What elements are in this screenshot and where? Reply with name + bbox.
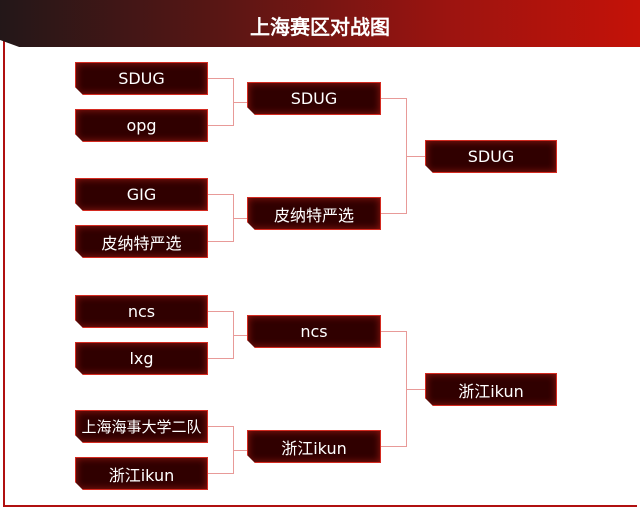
final-team: SDUG (425, 140, 557, 173)
connector-line (208, 78, 233, 79)
round2-team: ncs (247, 315, 381, 348)
connector-line (208, 194, 233, 195)
round1-team: 上海海事大学二队 (75, 410, 208, 443)
round1-team: GIG (75, 178, 208, 211)
round1-team: SDUG (75, 62, 208, 95)
connector-line (233, 218, 247, 219)
connector-line (381, 446, 406, 447)
connector-line (381, 213, 406, 214)
connector-line (381, 98, 406, 99)
connector-line (406, 389, 425, 390)
connector-line (233, 335, 247, 336)
round1-team: lxg (75, 342, 208, 375)
connector-line (381, 331, 406, 332)
connector-line (233, 102, 247, 103)
header-bar: 上海赛区对战图 (0, 0, 640, 47)
connector-line (208, 311, 233, 312)
connector-line (208, 358, 233, 359)
connector-line (208, 426, 233, 427)
final-team: 浙江ikun (425, 373, 557, 406)
round1-team: 浙江ikun (75, 457, 208, 490)
connector-line (208, 125, 233, 126)
round2-team: SDUG (247, 82, 381, 115)
bracket-frame (3, 40, 637, 507)
round2-team: 浙江ikun (247, 430, 381, 463)
round1-team: 皮纳特严选 (75, 225, 208, 258)
round1-team: opg (75, 109, 208, 142)
round1-team: ncs (75, 295, 208, 328)
round2-team: 皮纳特严选 (247, 197, 381, 230)
page-title: 上海赛区对战图 (250, 15, 390, 39)
connector-line (208, 241, 233, 242)
connector-line (233, 450, 247, 451)
connector-line (208, 473, 233, 474)
connector-line (406, 156, 425, 157)
